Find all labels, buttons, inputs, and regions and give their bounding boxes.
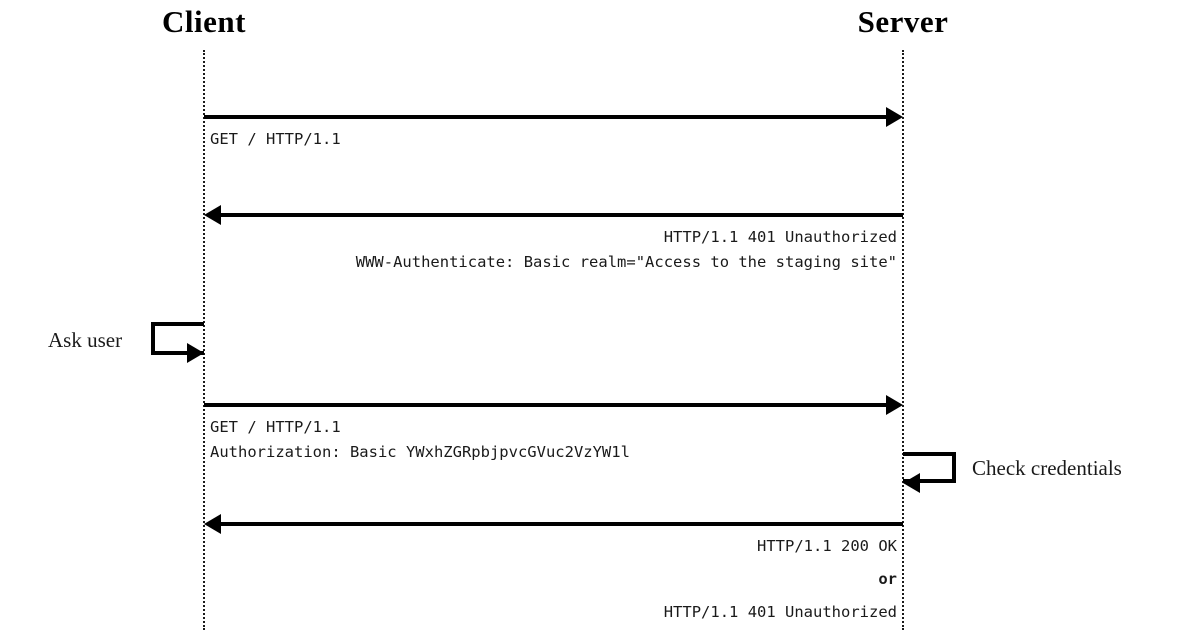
note-label-ask-user: Ask user (48, 328, 123, 352)
message-text-request-1: GET / HTTP/1.1 (210, 130, 341, 148)
self-loop-ask-user (151, 322, 204, 355)
arrowhead-request-2 (886, 395, 903, 415)
arrowhead-ask-user (187, 343, 204, 363)
arrowhead-check-credentials (903, 473, 920, 493)
message-text-response-200: HTTP/1.1 200 OK (757, 537, 897, 555)
message-text-response-401-status: HTTP/1.1 401 Unauthorized (663, 228, 897, 246)
arrowhead-request-1 (886, 107, 903, 127)
message-arrow-response-final (221, 522, 903, 526)
message-text-response-401-final: HTTP/1.1 401 Unauthorized (663, 603, 897, 621)
self-loop-check-credentials (903, 452, 956, 483)
message-text-request-2-line1: GET / HTTP/1.1 (210, 418, 341, 436)
note-label-check-credentials: Check credentials (972, 456, 1122, 480)
message-arrow-request-2 (204, 403, 886, 407)
message-text-request-2-authorization: Authorization: Basic YWxhZGRpbjpvcGVuc2V… (210, 443, 630, 461)
arrowhead-response-401 (204, 205, 221, 225)
participant-label-server: Server (857, 4, 949, 39)
message-arrow-response-401 (221, 213, 903, 217)
arrowhead-response-final (204, 514, 221, 534)
lifeline-server (902, 50, 904, 630)
lifeline-client (203, 50, 205, 630)
message-arrow-request-1 (204, 115, 886, 119)
message-text-response-401-header: WWW-Authenticate: Basic realm="Access to… (355, 253, 897, 271)
participant-label-client: Client (162, 4, 246, 39)
message-text-response-or: or (878, 570, 897, 588)
